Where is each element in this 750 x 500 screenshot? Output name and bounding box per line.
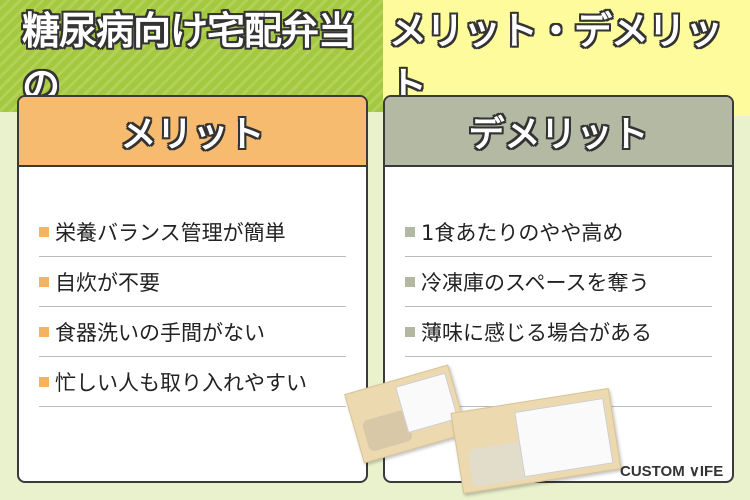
list-item: 栄養バランス管理が簡単 bbox=[39, 207, 346, 257]
item-text: 冷凍庫のスペースを奪う bbox=[421, 270, 650, 295]
demerit-heading: デメリット bbox=[385, 97, 732, 167]
list-item: 薄味に感じる場合がある bbox=[405, 307, 712, 357]
list-item: 冷凍庫のスペースを奪う bbox=[405, 257, 712, 307]
bullet-icon bbox=[39, 276, 49, 287]
item-text: 食器洗いの手間がない bbox=[55, 320, 265, 345]
bullet-icon bbox=[39, 326, 49, 337]
bullet-icon bbox=[39, 376, 49, 387]
list-item: 1食あたりのやや高め bbox=[405, 207, 712, 257]
title-main: 糖尿病向け宅配弁当の bbox=[22, 9, 356, 108]
page-title: 糖尿病向け宅配弁当のメリット・デメリット bbox=[22, 0, 750, 116]
merit-heading: メリット bbox=[19, 97, 366, 167]
bullet-icon bbox=[39, 226, 49, 237]
merit-card: メリット 栄養バランス管理が簡単 自炊が不要 食器洗いの手間がない 忙しい人も取… bbox=[17, 95, 368, 483]
list-item: 食器洗いの手間がない bbox=[39, 307, 346, 357]
item-text: 自炊が不要 bbox=[55, 270, 160, 295]
item-text: 忙しい人も取り入れやすい bbox=[55, 370, 307, 395]
list-item: 忙しい人も取り入れやすい bbox=[39, 357, 346, 407]
custom-life-logo: CUSTOM ∨IFE bbox=[620, 463, 724, 480]
item-text: 栄養バランス管理が簡単 bbox=[55, 220, 286, 245]
bullet-icon bbox=[405, 226, 415, 237]
item-text: 薄味に感じる場合がある bbox=[421, 320, 652, 345]
bullet-icon bbox=[405, 276, 415, 287]
list-item: 自炊が不要 bbox=[39, 257, 346, 307]
bullet-icon bbox=[405, 326, 415, 337]
item-text: 1食あたりのやや高め bbox=[421, 220, 624, 245]
